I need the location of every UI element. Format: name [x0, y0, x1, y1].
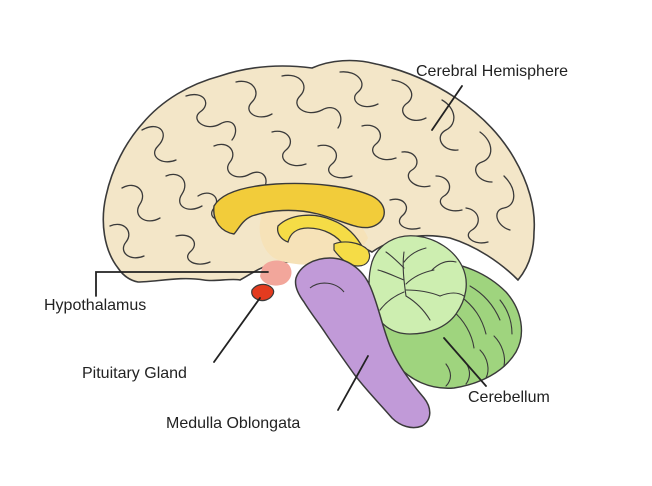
- cerebellum-folia: [445, 285, 513, 387]
- medulla-oblongata-shape: [294, 257, 431, 429]
- pons-bulge: [309, 282, 345, 293]
- leader-cerebellum: [443, 337, 487, 387]
- corpus-callosum: [213, 182, 385, 235]
- arbor-vitae: [377, 247, 465, 321]
- label-pituitary-gland: Pituitary Gland: [82, 365, 187, 382]
- label-cerebral-hemisphere: Cerebral Hemisphere: [416, 63, 569, 80]
- gyri-folds: [109, 71, 515, 265]
- leader-medulla-oblongata: [337, 355, 369, 411]
- label-medulla-oblongata: Medulla Oblongata: [166, 415, 301, 432]
- cerebral-hemisphere: [102, 59, 536, 283]
- leader-lines: [95, 85, 487, 411]
- pituitary-gland-shape: [251, 283, 275, 302]
- label-hypothalamus: Hypothalamus: [44, 297, 147, 314]
- leader-cerebral-hemisphere: [431, 85, 463, 131]
- hypothalamus-shape: [260, 260, 292, 286]
- leader-hypothalamus: [95, 271, 269, 297]
- pineal-region: [333, 241, 371, 267]
- leader-pituitary-gland: [213, 297, 261, 363]
- label-cerebellum: Cerebellum: [468, 389, 550, 406]
